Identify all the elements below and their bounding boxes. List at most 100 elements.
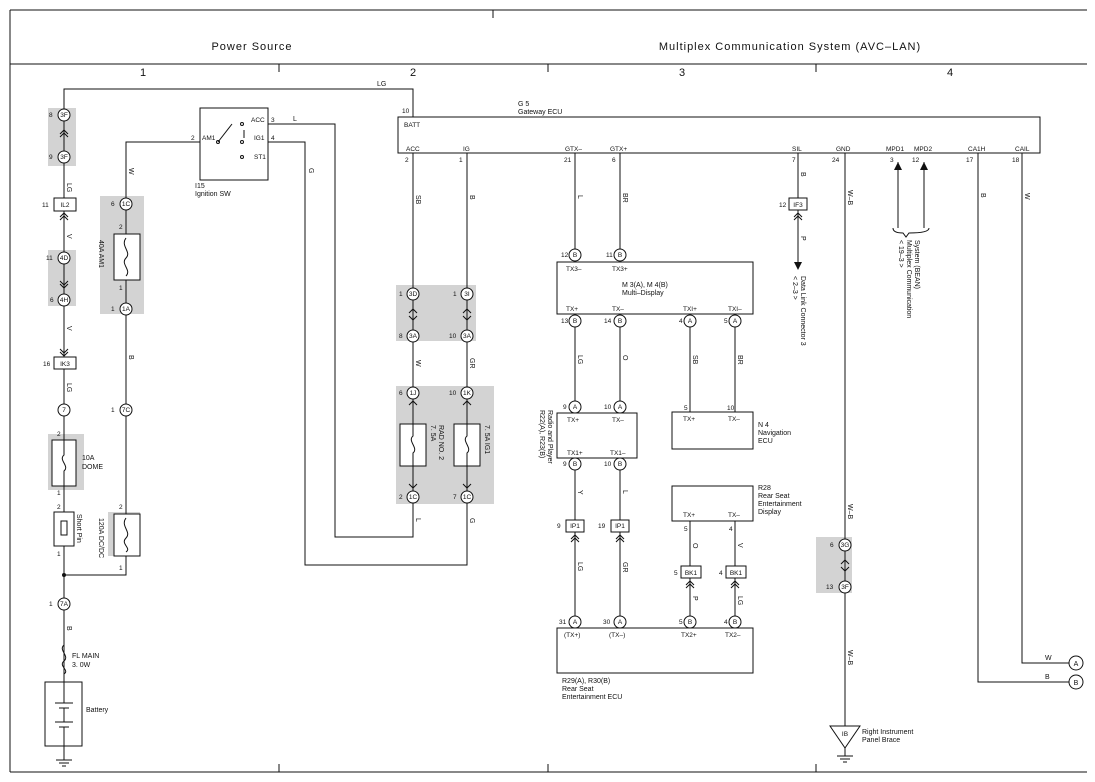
svg-text:16: 16 — [43, 361, 51, 368]
svg-text:DOME: DOME — [82, 464, 103, 471]
svg-text:1: 1 — [119, 285, 123, 292]
svg-text:3D: 3D — [409, 291, 418, 298]
svg-text:W: W — [1045, 655, 1052, 662]
svg-text:8: 8 — [49, 112, 53, 119]
svg-text:18: 18 — [1012, 157, 1020, 164]
svg-text:W–B: W–B — [846, 650, 853, 666]
svg-text:5: 5 — [674, 570, 678, 577]
svg-text:IB: IB — [842, 731, 848, 738]
svg-text:TX1–: TX1– — [610, 450, 626, 457]
svg-text:5: 5 — [684, 405, 688, 412]
svg-text:BK1: BK1 — [730, 570, 743, 577]
svg-text:40A AM1: 40A AM1 — [97, 240, 104, 268]
svg-text:LG: LG — [736, 596, 743, 605]
svg-text:ST1: ST1 — [254, 154, 266, 161]
svg-text:120A DC/DC: 120A DC/DC — [97, 518, 104, 558]
svg-text:TX–: TX– — [612, 306, 624, 313]
svg-text:2: 2 — [119, 224, 123, 231]
rear-seat-ecu — [556, 627, 754, 674]
svg-text:4: 4 — [679, 318, 683, 325]
svg-text:B: B — [688, 619, 692, 626]
column-4: 4 — [947, 67, 953, 79]
svg-text:12: 12 — [912, 157, 920, 164]
svg-text:TX+: TX+ — [683, 416, 695, 423]
svg-text:P: P — [799, 236, 806, 241]
svg-text:4: 4 — [719, 570, 723, 577]
svg-text:TX2+: TX2+ — [681, 632, 697, 639]
svg-text:7C: 7C — [122, 407, 131, 414]
svg-text:9: 9 — [49, 154, 53, 161]
svg-text:V: V — [65, 326, 72, 331]
output-a — [1068, 655, 1084, 671]
svg-text:3F: 3F — [60, 112, 68, 119]
svg-text:TXI–: TXI– — [728, 306, 742, 313]
svg-text:O: O — [621, 355, 628, 361]
svg-text:IP1: IP1 — [615, 523, 625, 530]
svg-text:9: 9 — [557, 523, 561, 530]
svg-text:30: 30 — [603, 619, 611, 626]
header-multiplex: Multiplex Communication System (AVC–LAN) — [659, 41, 921, 53]
svg-text:1C: 1C — [122, 201, 131, 208]
svg-text:GR: GR — [468, 358, 475, 369]
svg-text:1C: 1C — [463, 494, 472, 501]
svg-text:6: 6 — [612, 157, 616, 164]
svg-text:10A: 10A — [82, 455, 95, 462]
svg-text:3A: 3A — [463, 333, 472, 340]
svg-text:19: 19 — [598, 523, 606, 530]
svg-text:FL MAIN: FL MAIN — [72, 653, 99, 660]
svg-text:10: 10 — [449, 333, 457, 340]
svg-text:L: L — [621, 490, 628, 494]
column-1: 1 — [140, 67, 146, 79]
svg-text:1K: 1K — [463, 390, 472, 397]
svg-text:TX–: TX– — [612, 417, 624, 424]
svg-text:13: 13 — [561, 318, 569, 325]
svg-text:TX+: TX+ — [683, 512, 695, 519]
svg-text:6: 6 — [399, 390, 403, 397]
svg-text:2: 2 — [119, 504, 123, 511]
svg-text:A: A — [733, 318, 738, 325]
mpd-label-2: System (BEAN) — [913, 240, 920, 289]
svg-text:1: 1 — [111, 407, 115, 414]
dlc3-label: Data Link Connector 3 — [799, 276, 806, 346]
svg-text:1: 1 — [399, 291, 403, 298]
svg-text:Gateway ECU: Gateway ECU — [518, 109, 562, 116]
svg-text:W–B: W–B — [846, 190, 853, 206]
svg-text:W: W — [414, 360, 421, 367]
svg-text:CAIL: CAIL — [1015, 146, 1030, 153]
connector-ik3 — [53, 356, 77, 370]
svg-text:14: 14 — [604, 318, 612, 325]
svg-text:TX1+: TX1+ — [567, 450, 583, 457]
svg-text:3F: 3F — [841, 584, 849, 591]
header-power-source: Power Source — [211, 41, 292, 53]
svg-text:(TX–): (TX–) — [609, 632, 625, 639]
svg-text:G: G — [307, 168, 314, 173]
dlc3-ref: < 2–3 > — [791, 276, 798, 300]
svg-text:B: B — [65, 626, 72, 631]
svg-text:LG: LG — [576, 355, 583, 364]
svg-text:W–B: W–B — [846, 504, 853, 520]
svg-text:R29(A), R30(B): R29(A), R30(B) — [562, 678, 610, 685]
ignition-switch — [199, 107, 269, 181]
svg-text:TX+: TX+ — [567, 417, 579, 424]
svg-text:MPD1: MPD1 — [886, 146, 904, 153]
svg-text:P: P — [691, 596, 698, 601]
svg-text:L: L — [293, 116, 297, 123]
svg-text:IG: IG — [463, 146, 470, 153]
svg-text:L: L — [576, 195, 583, 199]
svg-text:4D: 4D — [60, 255, 69, 262]
svg-text:Panel Brace: Panel Brace — [862, 737, 900, 744]
svg-text:Rear Seat: Rear Seat — [758, 493, 790, 500]
svg-text:Entertainment: Entertainment — [758, 501, 802, 508]
svg-text:10: 10 — [727, 405, 735, 412]
svg-text:1: 1 — [111, 306, 115, 313]
svg-text:2: 2 — [57, 431, 61, 438]
svg-text:5: 5 — [679, 619, 683, 626]
column-2: 2 — [410, 67, 416, 79]
svg-text:IK3: IK3 — [60, 361, 70, 368]
svg-text:B: B — [618, 461, 622, 468]
svg-text:BR: BR — [736, 355, 743, 365]
svg-text:SIL: SIL — [792, 146, 802, 153]
connector-bk1-a — [680, 565, 702, 579]
svg-text:B: B — [1045, 674, 1050, 681]
svg-text:4H: 4H — [60, 297, 69, 304]
